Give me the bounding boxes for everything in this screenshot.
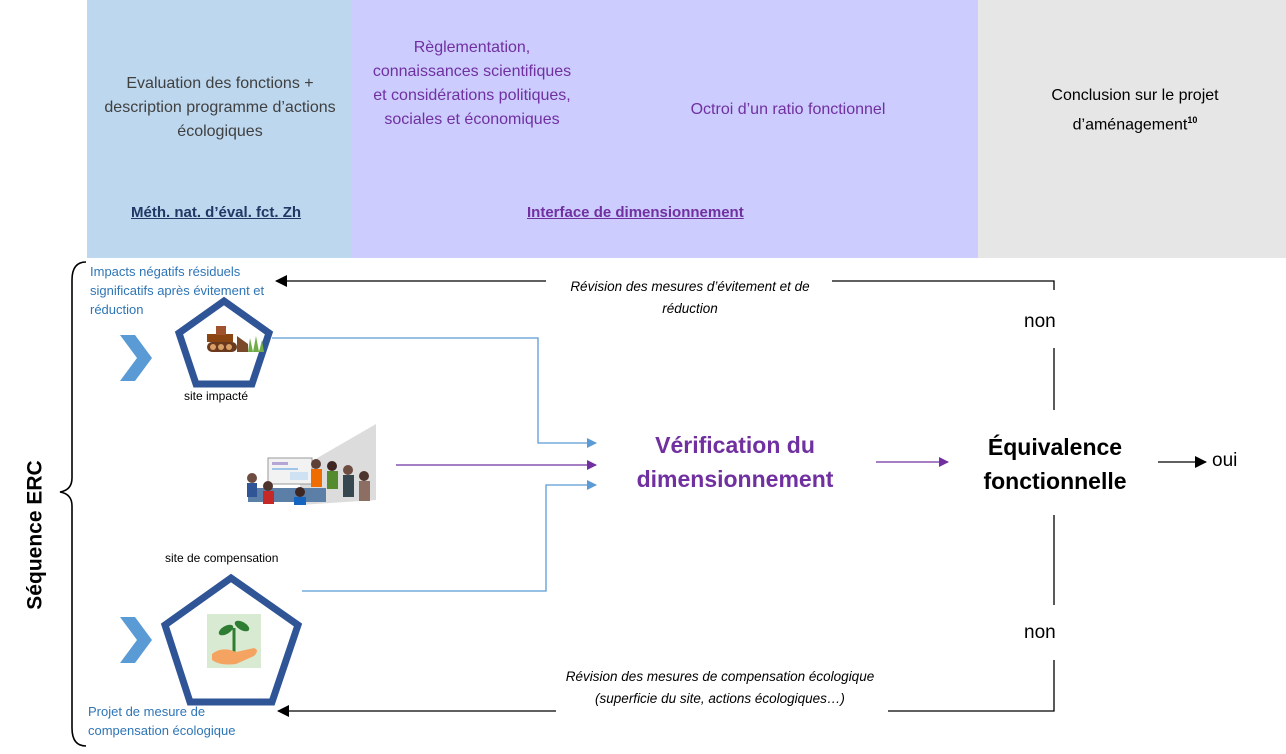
evaluation-text: Evaluation des fonctions + description p… [104, 75, 336, 140]
verification-title: Vérification du dimensionnement [636, 432, 834, 492]
connector-impacte [272, 337, 597, 448]
loop-bottom-arrow [888, 660, 1055, 712]
meeting-icon [247, 424, 376, 505]
plant-hand-icon [207, 614, 261, 668]
site-compensation-label: site de compensation [165, 551, 279, 565]
conclusion-text: Conclusion sur le projet d’aménagement [1051, 87, 1219, 134]
non-bottom-label: non [1024, 622, 1056, 643]
oui-label: oui [1212, 450, 1238, 471]
methode-link[interactable]: Méth. nat. d’éval. fct. Zh [131, 204, 302, 221]
non-top-label: non [1024, 311, 1056, 332]
impacts-label: Impacts négatifs résiduels significatifs… [90, 264, 265, 317]
panel-dimensionnement [351, 0, 978, 258]
footnote-number: 10 [1187, 115, 1198, 125]
ratio-text: Octroi d’un ratio fonctionnel [690, 101, 886, 118]
revision-top-text: Révision des mesures d’évitement et de r… [570, 279, 810, 316]
revision-bottom-text: Révision des mesures de compensation éco… [565, 669, 875, 706]
interface-link[interactable]: Interface de dimensionnement [527, 204, 744, 221]
connector-compensation [302, 480, 597, 592]
chevron-right-icon [120, 617, 152, 663]
panel-evaluation [87, 0, 351, 258]
equivalence-title: Équivalence fonctionnelle [983, 434, 1127, 494]
conclusion-block: Conclusion sur le projet d’aménagement10 [1020, 84, 1250, 137]
projet-compensation-label: Projet de mesure de compensation écologi… [88, 704, 236, 738]
bulldozer-icon [207, 326, 264, 352]
reglementation-text: Règlementation, connaissances scientifiq… [372, 39, 572, 128]
site-impacte-label: site impacté [184, 389, 249, 403]
erc-brace [59, 261, 87, 747]
panel-conclusion [978, 0, 1286, 258]
loop-top-arrow [832, 280, 1055, 290]
chevron-right-icon [120, 335, 152, 381]
